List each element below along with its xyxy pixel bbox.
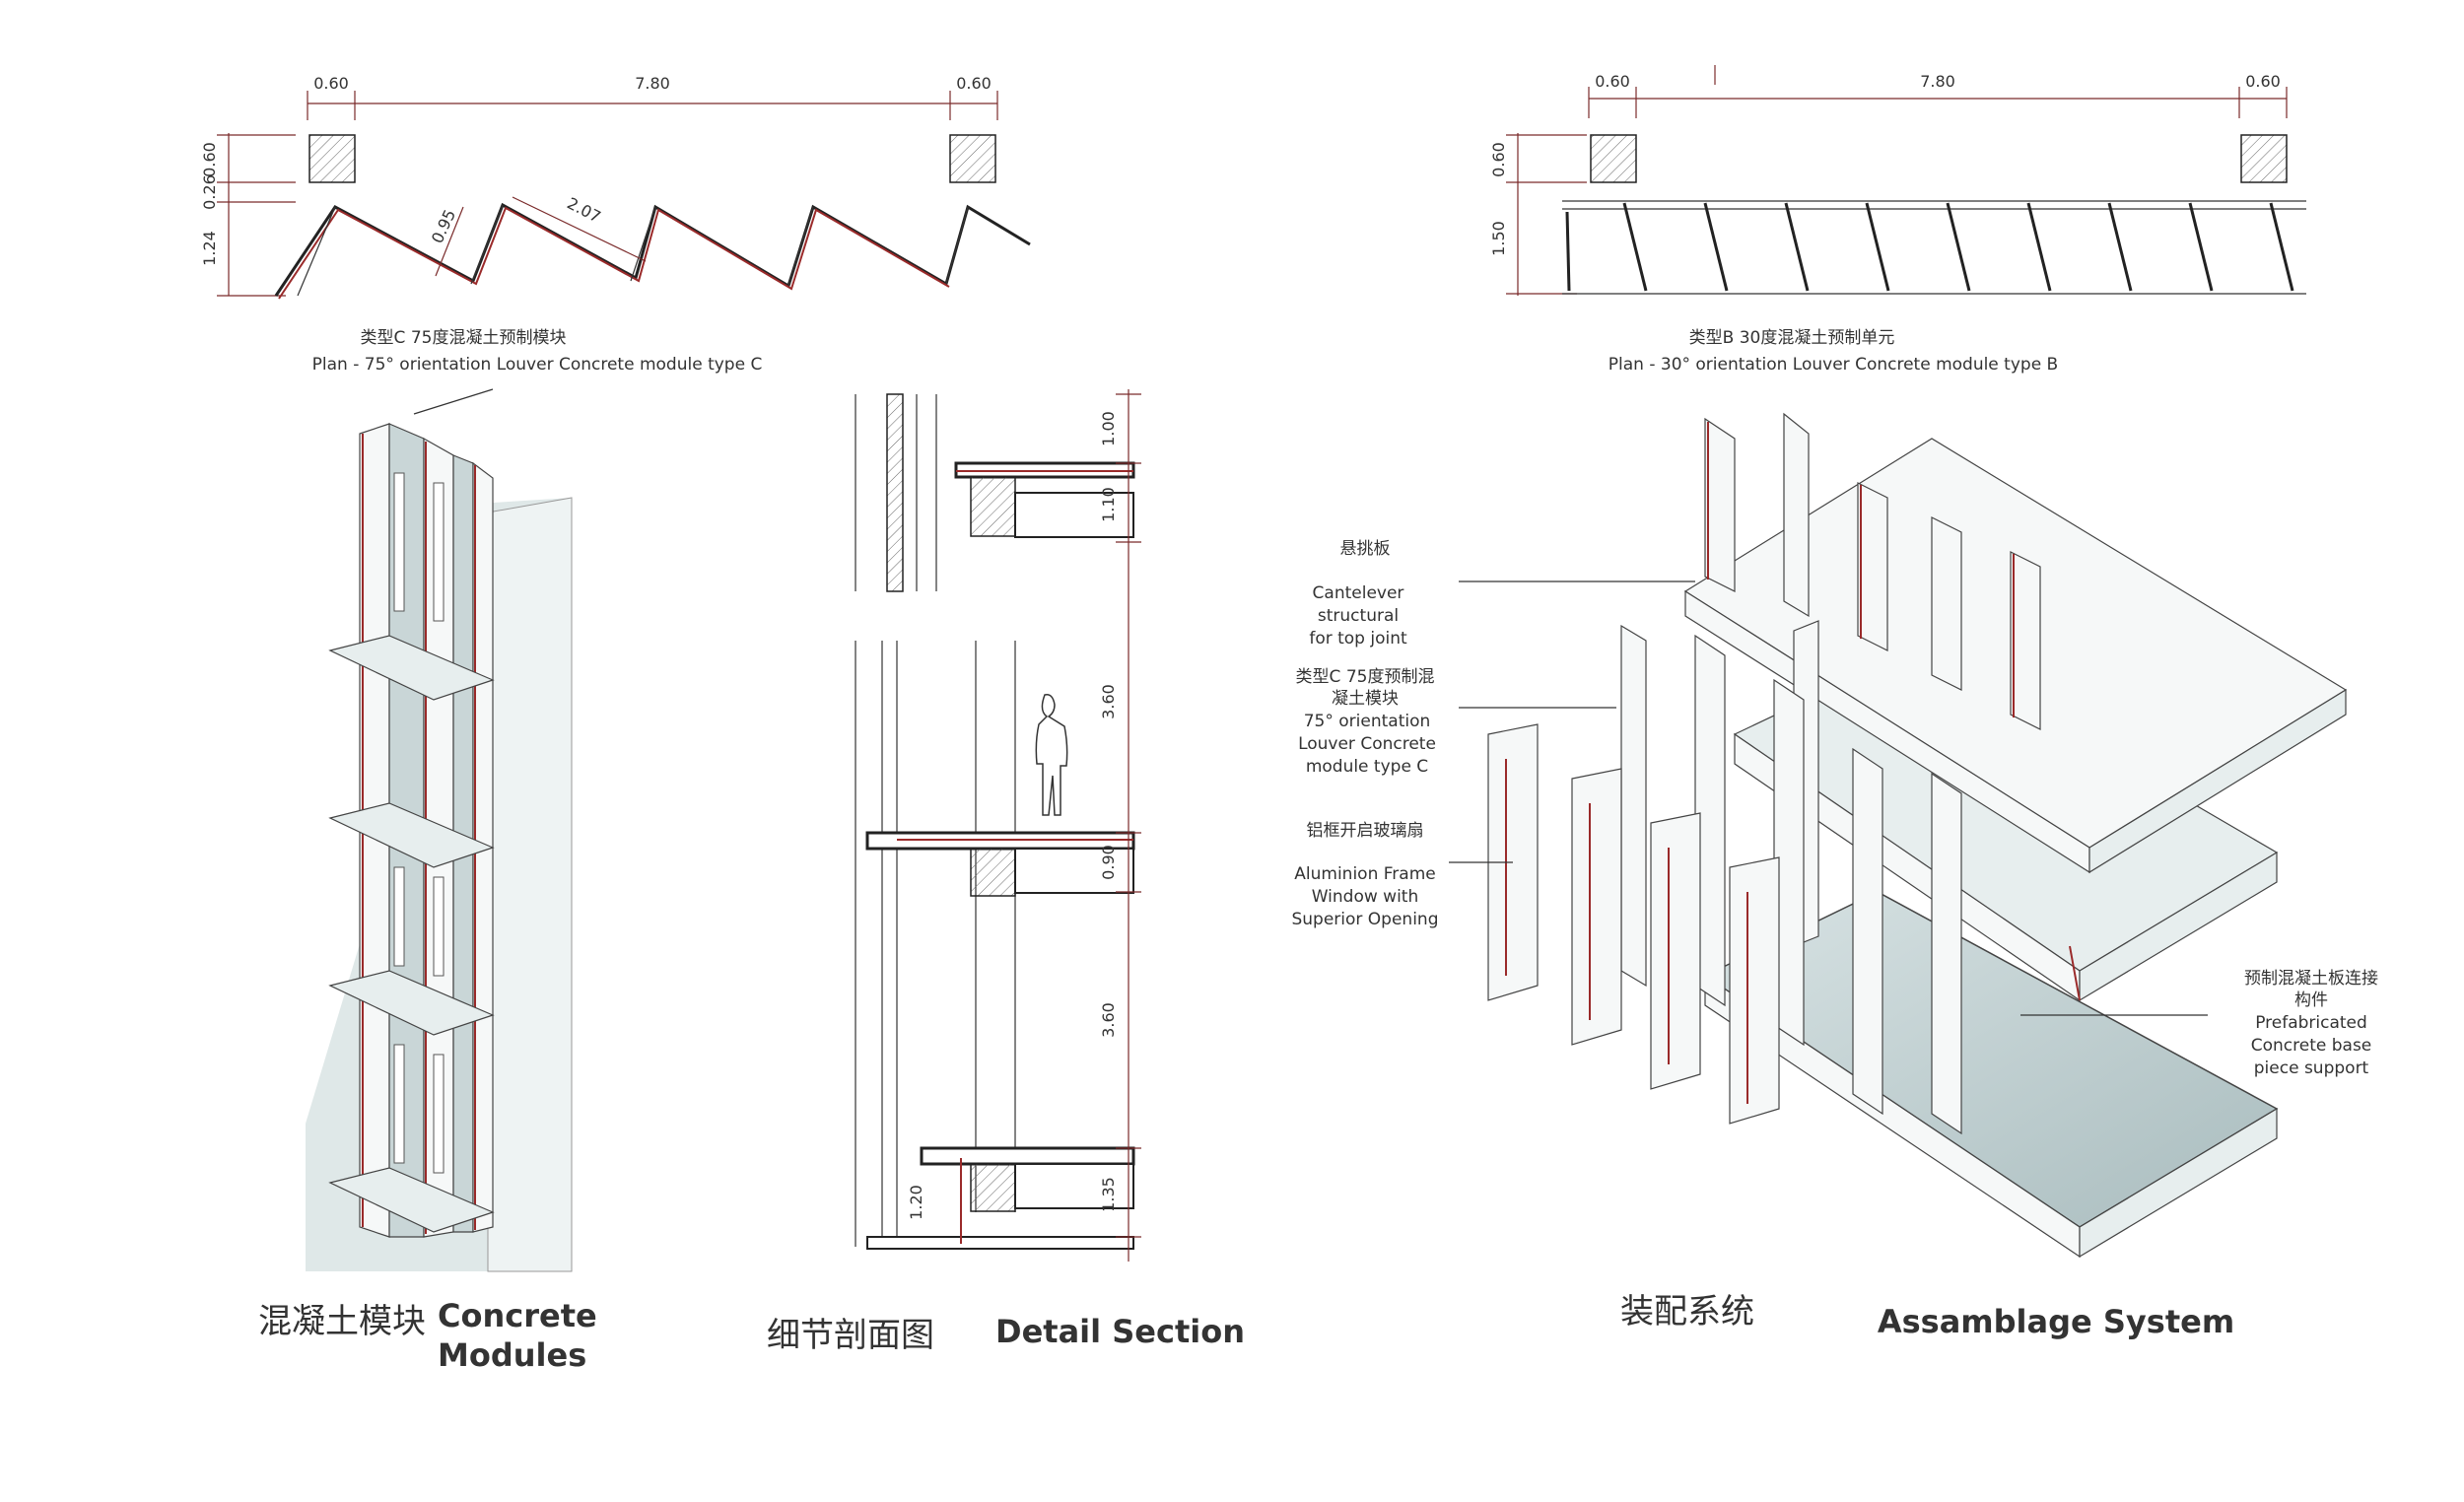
label-module-c-en-3: module type C: [1306, 757, 1428, 777]
dim-b-span: 7.80: [1920, 72, 1955, 91]
title-modules-cn: 混凝土模块: [258, 1302, 426, 1341]
label-window-en-3: Superior Opening: [1291, 910, 1438, 929]
title-assembly-cn: 装配系统: [1620, 1292, 1754, 1331]
label-window-en-1: Aluminion Frame: [1294, 864, 1435, 884]
label-support-en-2: Concrete base: [2251, 1036, 2372, 1056]
plan-type-b: 0.60 7.80 0.60 0.60 1.50 类型B 30度混凝土预制单元 …: [1489, 65, 2306, 375]
label-module-c-cn-1: 类型C 75度预制混: [1296, 667, 1435, 687]
label-window-cn: 铝框开启玻璃扇: [1307, 821, 1424, 841]
dim-c-span: 7.80: [635, 74, 670, 93]
label-module-c-en-1: 75° orientation: [1304, 712, 1431, 731]
label-support-en-3: piece support: [2254, 1058, 2369, 1078]
concrete-modules-axonometric: [306, 388, 573, 1272]
dim-b-v2: 1.50: [1489, 221, 1508, 256]
dim-b-left: 0.60: [1595, 72, 1630, 91]
label-module-c-cn-2: 凝土模块: [1332, 689, 1399, 709]
label-support-cn-1: 预制混凝土板连接: [2244, 969, 2378, 989]
dim-sec-7: 1.35: [1099, 1177, 1118, 1212]
label-cantilever-en-3: for top joint: [1309, 629, 1407, 649]
dim-c-v1: 0.60: [200, 142, 219, 177]
dim-c-v3: 1.24: [200, 231, 219, 266]
detail-section: 1.00 1.10 3.60 0.90 3.60 1.20 1.35: [855, 389, 1141, 1262]
column-b-left: [1590, 134, 1637, 183]
label-cantilever-cn: 悬挑板: [1340, 539, 1391, 559]
label-module-c-en-2: Louver Concrete: [1298, 734, 1436, 754]
title-section-en: Detail Section: [995, 1313, 1245, 1350]
plan-type-c: 0.60 7.80 0.60 0.60 0.26 1.24 0.95 2.07 …: [200, 74, 1031, 375]
plan-c-caption-en: Plan - 75° orientation Louver Concrete m…: [312, 355, 763, 375]
dim-sec-3: 3.60: [1099, 684, 1118, 719]
dim-sec-2: 1.10: [1099, 487, 1118, 522]
column-left: [308, 134, 356, 183]
dim-sec-1: 1.00: [1099, 411, 1118, 446]
plan-b-louvers: [1565, 202, 2294, 292]
column-right: [949, 134, 996, 183]
label-support-en-1: Prefabricated: [2255, 1013, 2367, 1033]
title-modules-en-2: Modules: [438, 1336, 586, 1374]
label-window-en-2: Window with: [1312, 887, 1419, 907]
title-assembly-en: Assamblage System: [1878, 1303, 2234, 1340]
dim-sec-5: 3.60: [1099, 1002, 1118, 1038]
column-b-right: [2240, 134, 2288, 183]
assemblage-exploded-axonometric: [1487, 412, 2348, 1259]
dim-b-right: 0.60: [2245, 72, 2281, 91]
title-section-cn: 细节剖面图: [767, 1316, 934, 1355]
title-modules-en-1: Concrete: [438, 1297, 597, 1334]
person-scale-figure: [1035, 693, 1068, 816]
dim-c-left: 0.60: [313, 74, 349, 93]
dim-c-v2: 0.26: [200, 174, 219, 210]
dim-c-diag1: 0.95: [428, 207, 459, 246]
dim-c-diag2: 2.07: [564, 194, 603, 227]
label-cantilever-en-1: Cantelever: [1313, 583, 1404, 603]
plan-b-caption-en: Plan - 30° orientation Louver Concrete m…: [1608, 355, 2058, 375]
plan-b-caption-cn: 类型B 30度混凝土预制单元: [1689, 328, 1895, 348]
label-cantilever-en-2: structural: [1318, 606, 1399, 626]
label-support-cn-2: 构件: [2294, 990, 2328, 1010]
plan-c-caption-cn: 类型C 75度混凝土预制模块: [361, 328, 567, 348]
dim-sec-6: 1.20: [907, 1185, 925, 1220]
dim-b-v1: 0.60: [1489, 142, 1508, 177]
dim-sec-4: 0.90: [1099, 845, 1118, 880]
dim-c-right: 0.60: [956, 74, 992, 93]
